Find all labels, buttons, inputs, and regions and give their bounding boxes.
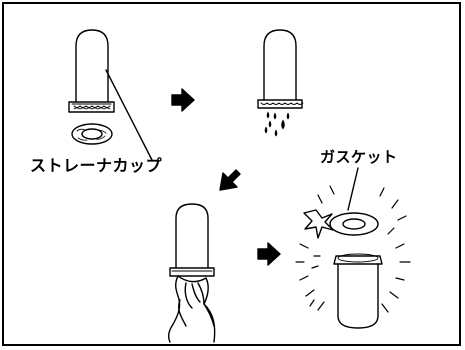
step3-strainer-cup [169, 203, 215, 277]
gasket-leader-line [347, 167, 359, 211]
gasket-label: ガスケット [320, 148, 398, 166]
shine-lines [295, 185, 411, 313]
step4-gasket [329, 212, 379, 236]
diagram-frame [2, 2, 461, 346]
hand-icon [167, 275, 216, 343]
step1-strainer-cup [68, 29, 115, 113]
water-drops-icon [264, 111, 290, 137]
step1-gasket [71, 123, 113, 145]
sparkle-icon [303, 209, 334, 239]
arrow-right-icon [257, 242, 281, 266]
arrow-right-icon [171, 88, 195, 112]
strainer-leader-line [105, 69, 153, 161]
step4-strainer-cup [333, 253, 383, 329]
step2-strainer-cup [257, 29, 304, 109]
arrow-down-left-icon [219, 169, 241, 191]
strainer-cup-label: ストレーナカップ [30, 156, 163, 175]
